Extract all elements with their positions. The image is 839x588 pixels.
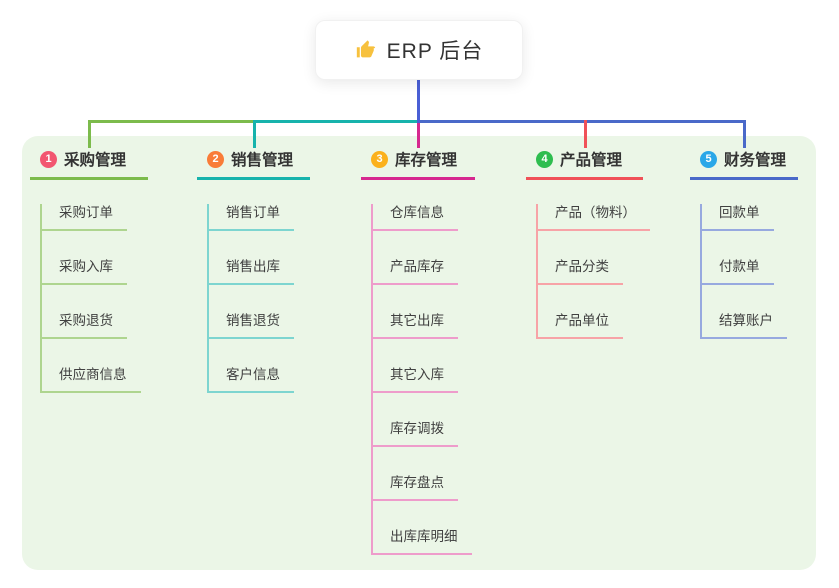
- child-node-label: 产品分类: [538, 258, 623, 285]
- branch-label: 采购管理: [64, 152, 127, 169]
- branch-children: 产品（物料） 产品分类产品单位: [536, 204, 650, 339]
- branch-产品管理: 4 产品管理产品（物料） 产品分类产品单位: [526, 148, 650, 339]
- child-node[interactable]: 销售出库: [209, 258, 310, 285]
- branch-number-badge: 3: [371, 150, 388, 168]
- child-node[interactable]: 其它入库: [373, 366, 475, 393]
- child-node[interactable]: 销售退货: [209, 312, 310, 339]
- child-node[interactable]: 供应商信息: [42, 366, 148, 393]
- branch-children: 采购订单采购入库采购退货供应商信息: [40, 204, 148, 393]
- child-node-label: 付款单: [702, 258, 774, 285]
- branch-children: 销售订单销售出库销售退货客户信息: [207, 204, 310, 393]
- branch-销售管理: 2 销售管理销售订单销售出库销售退货客户信息: [197, 148, 310, 393]
- edge-drop-branch-4: [584, 120, 587, 148]
- branch-label: 产品管理: [560, 152, 623, 169]
- child-node-label: 产品单位: [538, 312, 623, 339]
- branch-财务管理: 5 财务管理回款单付款单结算账户: [690, 148, 798, 339]
- child-node[interactable]: 产品分类: [538, 258, 643, 285]
- branch-number-badge: 5: [700, 150, 717, 168]
- child-node[interactable]: 销售订单: [209, 204, 310, 231]
- edge-bus-left: [88, 120, 255, 123]
- child-node[interactable]: 结算账户: [702, 312, 798, 339]
- child-node[interactable]: 采购订单: [42, 204, 148, 231]
- branch-采购管理: 1 采购管理采购订单采购入库采购退货供应商信息: [30, 148, 148, 393]
- child-node-label: 客户信息: [209, 366, 294, 393]
- child-node-label: 仓库信息: [373, 204, 458, 231]
- branch-label: 销售管理: [231, 152, 294, 169]
- child-node-label: 产品（物料）: [538, 204, 650, 231]
- thumbs-up-icon: [355, 39, 377, 61]
- child-node-label: 回款单: [702, 204, 774, 231]
- edge-drop-branch-5: [743, 120, 746, 148]
- branch-node[interactable]: 2 销售管理: [197, 148, 310, 180]
- child-node[interactable]: 出库库明细: [373, 528, 475, 555]
- branch-node[interactable]: 3 库存管理: [361, 148, 475, 180]
- child-node-label: 库存调拨: [373, 420, 458, 447]
- branches-panel: [22, 136, 816, 570]
- child-node-label: 采购入库: [42, 258, 127, 285]
- child-node-label: 采购退货: [42, 312, 127, 339]
- branch-number-badge: 1: [40, 150, 57, 168]
- child-node-label: 采购订单: [42, 204, 127, 231]
- edge-drop-branch-3: [417, 123, 420, 148]
- child-node-label: 产品库存: [373, 258, 458, 285]
- root-node[interactable]: ERP 后台: [315, 20, 523, 80]
- child-node[interactable]: 仓库信息: [373, 204, 475, 231]
- branch-库存管理: 3 库存管理仓库信息产品库存其它出库其它入库库存调拨库存盘点出库库明细: [361, 148, 475, 555]
- child-node-label: 库存盘点: [373, 474, 458, 501]
- branch-node[interactable]: 1 采购管理: [30, 148, 148, 180]
- branch-label: 库存管理: [395, 152, 458, 169]
- branch-node[interactable]: 4 产品管理: [526, 148, 643, 180]
- child-node[interactable]: 采购入库: [42, 258, 148, 285]
- child-node[interactable]: 库存盘点: [373, 474, 475, 501]
- child-node[interactable]: 产品单位: [538, 312, 643, 339]
- edge-drop-branch-2: [253, 120, 256, 148]
- child-node-label: 其它出库: [373, 312, 458, 339]
- child-node-label: 供应商信息: [42, 366, 141, 393]
- edge-drop-branch-1: [88, 120, 91, 148]
- child-node[interactable]: 产品（物料）: [538, 204, 650, 231]
- branch-number-badge: 4: [536, 150, 553, 168]
- branch-number-badge: 2: [207, 150, 224, 168]
- child-node[interactable]: 回款单: [702, 204, 798, 231]
- edge-root-vertical: [417, 80, 420, 123]
- child-node-label: 其它入库: [373, 366, 458, 393]
- edge-bus-mid: [254, 120, 418, 123]
- edge-bus-right: [418, 120, 746, 123]
- child-node-label: 销售订单: [209, 204, 294, 231]
- child-node[interactable]: 其它出库: [373, 312, 475, 339]
- child-node[interactable]: 产品库存: [373, 258, 475, 285]
- child-node[interactable]: 付款单: [702, 258, 798, 285]
- child-node[interactable]: 客户信息: [209, 366, 310, 393]
- child-node-label: 销售退货: [209, 312, 294, 339]
- child-node-label: 结算账户: [702, 312, 787, 339]
- child-node[interactable]: 采购退货: [42, 312, 148, 339]
- root-node-label: ERP 后台: [386, 40, 484, 63]
- branch-children: 仓库信息产品库存其它出库其它入库库存调拨库存盘点出库库明细: [371, 204, 475, 555]
- branch-children: 回款单付款单结算账户: [700, 204, 798, 339]
- child-node[interactable]: 库存调拨: [373, 420, 475, 447]
- child-node-label: 销售出库: [209, 258, 294, 285]
- branch-node[interactable]: 5 财务管理: [690, 148, 798, 180]
- child-node-label: 出库库明细: [373, 528, 472, 555]
- branch-label: 财务管理: [724, 152, 787, 169]
